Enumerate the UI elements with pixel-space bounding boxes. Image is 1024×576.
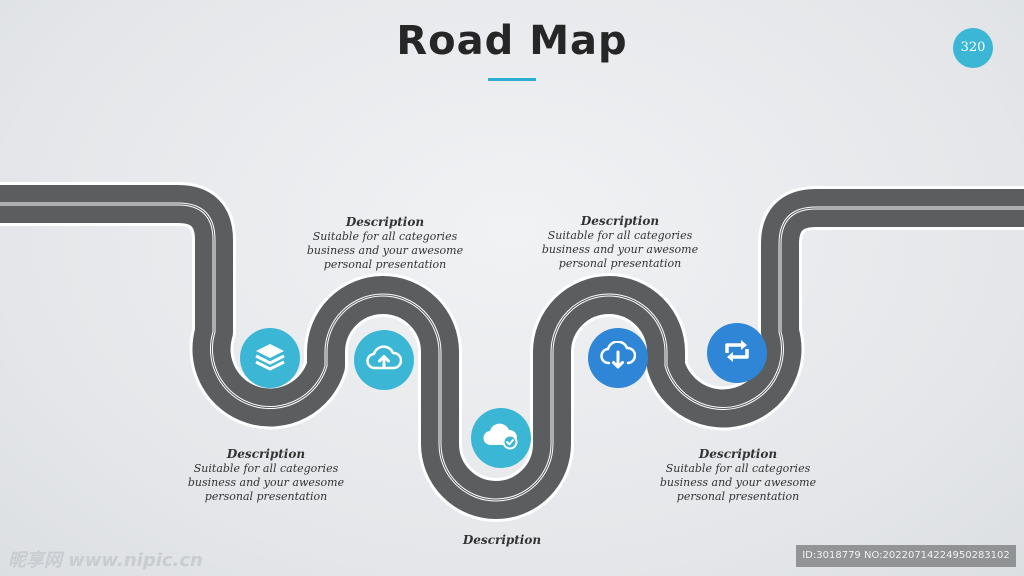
watermark-id: ID:3018779 NO:20220714224950283102 — [796, 545, 1016, 567]
cloud-upload-icon — [366, 344, 403, 376]
milestone-4-icon-circle — [588, 328, 648, 388]
milestone-3-heading: Description — [462, 533, 542, 547]
page-title: Road Map — [396, 18, 628, 64]
milestone-1-description: Description Suitable for all categories … — [181, 447, 351, 504]
page-number-badge: 320 — [953, 28, 993, 68]
milestone-2-description: Description Suitable for all categories … — [300, 215, 470, 272]
milestone-4-body: Suitable for all categories business and… — [541, 229, 699, 270]
milestone-3-description: Description — [417, 533, 587, 548]
milestone-1-icon-circle — [240, 328, 300, 388]
milestone-4-heading: Description — [580, 214, 660, 228]
milestone-5-description: Description Suitable for all categories … — [653, 447, 823, 504]
milestone-3-icon-circle — [471, 408, 531, 468]
milestone-2-heading: Description — [345, 215, 425, 229]
milestone-2-body: Suitable for all categories business and… — [306, 230, 464, 271]
cloud-check-icon — [482, 421, 520, 455]
repeat-arrows-icon — [721, 337, 753, 369]
milestone-2-icon-circle — [354, 330, 414, 390]
milestone-4-description: Description Suitable for all categories … — [535, 214, 705, 271]
road-inner-surface — [0, 203, 1024, 501]
title-underline — [488, 78, 536, 81]
cloud-download-icon — [600, 340, 637, 375]
stack-layers-icon — [254, 341, 286, 375]
milestone-1-heading: Description — [226, 447, 306, 461]
watermark-site: 昵享网 www.nipic.cn — [8, 550, 203, 571]
milestone-5-heading: Description — [698, 447, 778, 461]
milestone-5-icon-circle — [707, 323, 767, 383]
milestone-5-body: Suitable for all categories business and… — [659, 462, 817, 503]
milestone-1-body: Suitable for all categories business and… — [187, 462, 345, 503]
